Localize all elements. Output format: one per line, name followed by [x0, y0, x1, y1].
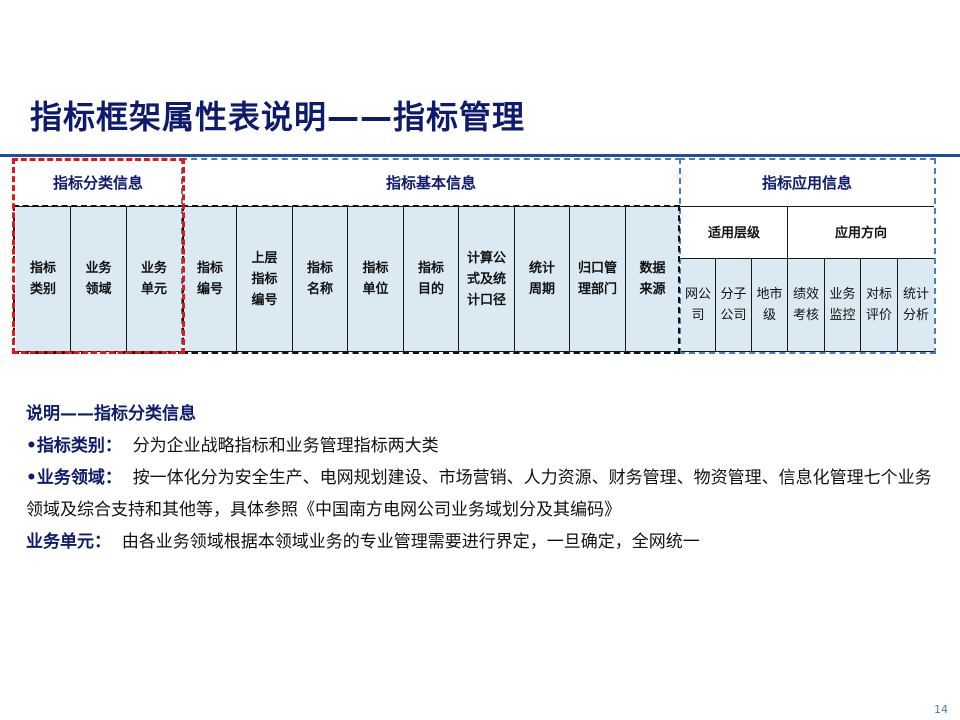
col-indicator-name: 指标名称 [293, 207, 347, 351]
table-divider [403, 206, 404, 352]
table-divider [292, 206, 293, 352]
table-divider [569, 206, 570, 352]
note-term: 业务单元： [26, 532, 111, 552]
note-item-category: •指标类别： 分为企业战略指标和业务管理指标两大类 [26, 430, 946, 462]
col-indicator-category: 指标类别 [16, 207, 70, 351]
note-item-unit: 业务单元： 由各业务领域根据本领域业务的专业管理需要进行界定，一旦确定，全网统一 [26, 526, 946, 558]
note-text: 由各业务领域根据本领域业务的专业管理需要进行界定，一旦确定，全网统一 [121, 532, 700, 552]
table-divider [236, 206, 237, 352]
col-business-unit: 业务单元 [127, 207, 181, 351]
col-indicator-unit: 指标单位 [348, 207, 403, 351]
table-divider [126, 206, 127, 352]
table-divider [14, 206, 934, 207]
table-divider [787, 206, 788, 352]
note-text: 按一体化分为安全生产、电网规划建设、市场营销、人力资源、财务管理、物资管理、信息… [26, 468, 932, 520]
col-subsidiary: 分子公司 [716, 259, 751, 351]
subgroup-application-direction: 应用方向 [834, 225, 887, 241]
col-parent-indicator-id: 上层指标编号 [237, 207, 292, 351]
page-number: 14 [934, 703, 948, 716]
table-divider [680, 258, 934, 259]
title-underline [0, 154, 960, 157]
table-divider [860, 258, 861, 352]
table-divider [70, 206, 71, 352]
note-text: 分为企业战略指标和业务管理指标两大类 [132, 436, 439, 456]
table-divider [347, 206, 348, 352]
col-formula-caliber: 计算公式及统计口径 [459, 207, 514, 351]
group-header-application: 指标应用信息 [761, 173, 852, 192]
page-title: 指标框架属性表说明——指标管理 [30, 98, 526, 136]
col-business-domain: 业务领域 [71, 207, 126, 351]
note-term: •指标类别： [26, 436, 122, 456]
col-statistical-analysis: 统计分析 [898, 259, 934, 351]
subgroup-applicable-level: 适用层级 [707, 225, 760, 241]
note-item-domain: •业务领域： 按一体化分为安全生产、电网规划建设、市场营销、人力资源、财务管理、… [26, 462, 946, 526]
group-header-classification: 指标分类信息 [52, 173, 143, 192]
notes-section: 说明——指标分类信息 •指标类别： 分为企业战略指标和业务管理指标两大类 •业务… [26, 398, 946, 558]
table-divider [14, 351, 934, 352]
table-divider [715, 258, 716, 352]
col-city-level: 地市级 [752, 259, 787, 351]
col-responsible-dept: 归口管理部门 [570, 207, 625, 351]
group-header-basic: 指标基本信息 [385, 173, 476, 192]
note-term: •业务领域： [26, 468, 122, 488]
table-divider [897, 258, 898, 352]
table-divider [751, 258, 752, 352]
col-indicator-id: 指标编号 [184, 207, 236, 351]
table-divider [824, 258, 825, 352]
col-performance-assessment: 绩效考核 [788, 259, 824, 351]
table-divider [458, 206, 459, 352]
col-business-monitoring: 业务监控 [825, 259, 860, 351]
table-divider [514, 206, 515, 352]
col-grid-company: 网公司 [681, 259, 715, 351]
col-data-source: 数据来源 [626, 207, 679, 351]
table-divider [625, 206, 626, 352]
notes-heading: 说明——指标分类信息 [26, 404, 196, 424]
col-benchmark-evaluation: 对标评价 [861, 259, 897, 351]
col-stat-period: 统计周期 [515, 207, 569, 351]
col-indicator-purpose: 指标目的 [404, 207, 458, 351]
